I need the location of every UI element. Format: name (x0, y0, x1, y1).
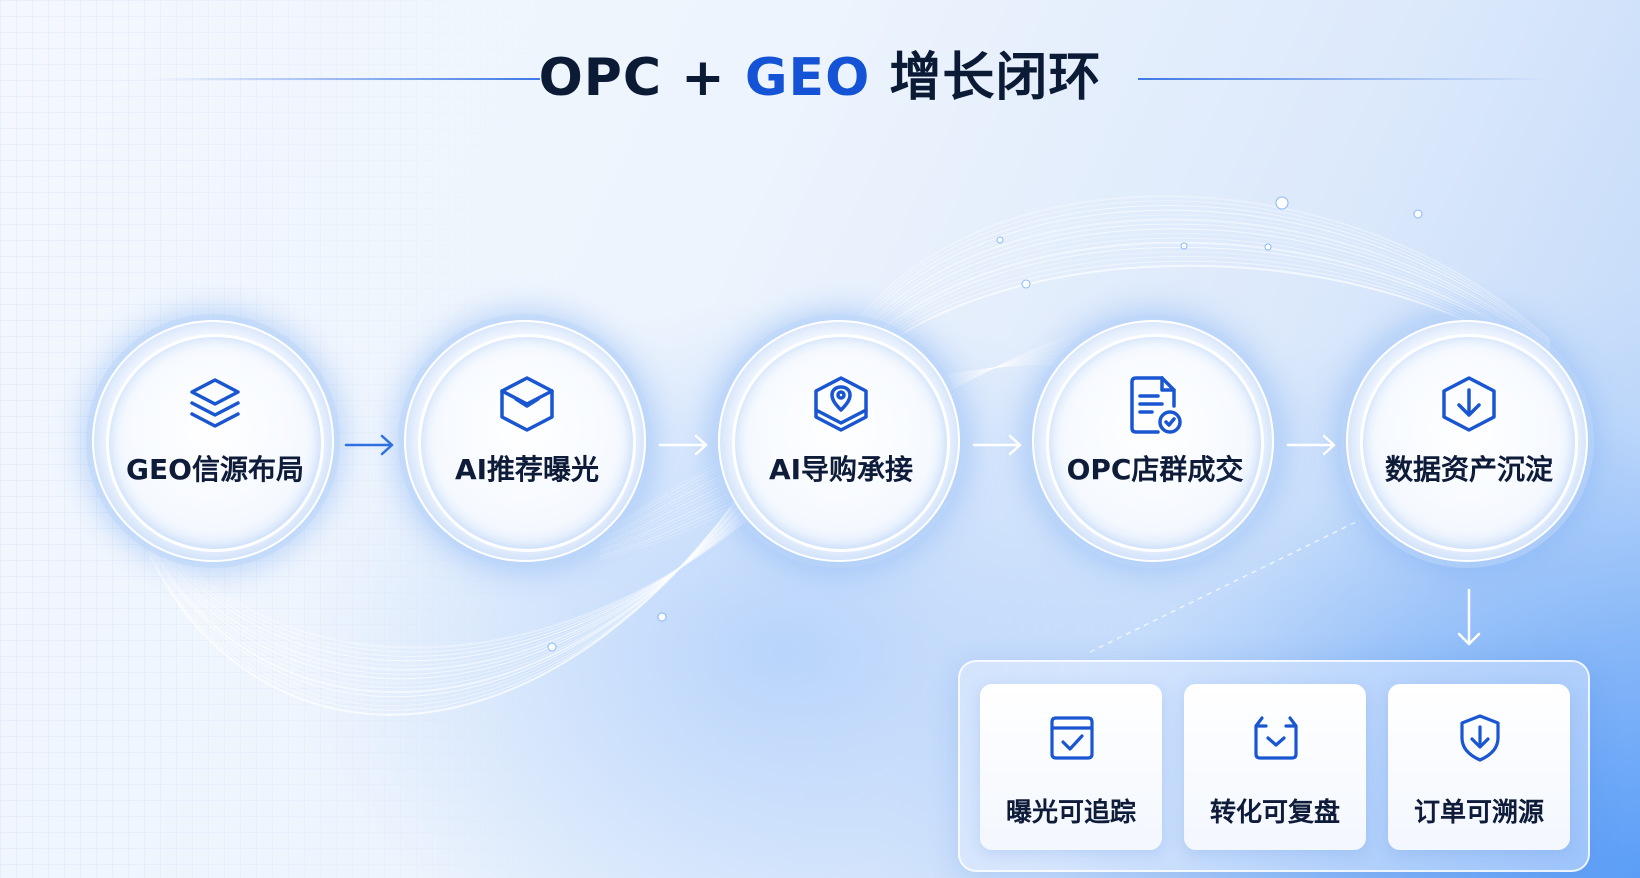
title-suffix: 增长闭环 (870, 48, 1102, 108)
node-label: OPC店群成交 (1066, 453, 1244, 486)
sparkle-dot (1275, 196, 1289, 210)
wave-line (849, 209, 1551, 346)
wave-line (849, 256, 1551, 370)
arrow-right-icon (972, 434, 1022, 456)
wave-line (849, 195, 1551, 341)
title-highlight: GEO (744, 48, 871, 108)
arrow-right-icon (658, 434, 708, 456)
shield-download-icon (1460, 714, 1500, 762)
sparkle-dot (1021, 279, 1031, 289)
inbox-check-icon (1254, 716, 1298, 760)
node-inner-ring (106, 334, 324, 552)
title-container: OPC + GEO 增长闭环 (0, 46, 1640, 110)
wave-line (849, 237, 1551, 358)
arrow-right-icon (1286, 434, 1336, 456)
wave-line (849, 251, 1551, 367)
wave-line (849, 223, 1551, 352)
document-check-icon (1130, 376, 1182, 434)
sparkle-dot (547, 642, 557, 652)
node-label: AI推荐曝光 (454, 453, 600, 486)
wave-line (849, 241, 1551, 361)
node-label: GEO信源布局 (126, 453, 304, 486)
arrow-down-icon (1457, 588, 1481, 646)
wave-line (849, 218, 1551, 350)
flow-node-data-asset: 数据资产沉淀 (1346, 320, 1588, 562)
hexagon-download-icon (1442, 376, 1496, 432)
title-decoration-right (1138, 78, 1548, 80)
wave-line (149, 435, 781, 716)
sparkle-dot (1413, 209, 1423, 219)
arrow-right-icon (344, 434, 394, 456)
wave-line (849, 214, 1551, 348)
wave-line (849, 264, 1551, 376)
sparkle-dot (1180, 242, 1188, 250)
hexagon-location-pin-icon (814, 376, 868, 432)
sparkle-dot (1264, 243, 1272, 251)
outcome-card-order: 订单可溯源 (1388, 684, 1570, 850)
outcome-label: 曝光可追踪 (1005, 798, 1136, 828)
wave-line (849, 232, 1551, 355)
outcome-card-conversion: 转化可复盘 (1184, 684, 1366, 850)
wave-line (849, 205, 1551, 344)
flow-node-ai-guide: AI导购承接 (718, 320, 960, 562)
node-label: AI导购承接 (768, 453, 914, 486)
flow-node-geo-source: GEO信源布局 (92, 320, 334, 562)
wave-line (849, 246, 1551, 364)
outcome-label: 订单可溯源 (1413, 798, 1544, 828)
node-inner-ring (1046, 334, 1264, 552)
page-title: OPC + GEO 增长闭环 (539, 46, 1102, 110)
sparkle-dot (996, 236, 1004, 244)
title-prefix: OPC + (538, 48, 745, 108)
outcome-label: 转化可复盘 (1209, 798, 1340, 828)
cube-chevron-icon (500, 376, 554, 432)
folder-check-icon (1050, 716, 1094, 760)
sparkle-dot (657, 612, 667, 622)
title-decoration-left (150, 78, 540, 80)
flow-node-opc-deal: OPC店群成交 (1032, 320, 1274, 562)
outcome-panel: 曝光可追踪 转化可复盘 订单可溯源 (958, 660, 1590, 872)
node-inner-ring (418, 334, 636, 552)
wave-line (849, 228, 1551, 353)
stacked-layers-icon (190, 378, 240, 428)
flow-node-ai-exposure: AI推荐曝光 (404, 320, 646, 562)
node-inner-ring (1360, 334, 1578, 552)
dashed-connector-line (1089, 519, 1361, 653)
node-inner-ring (732, 334, 950, 552)
node-label: 数据资产沉淀 (1384, 453, 1553, 486)
wave-line (849, 200, 1551, 343)
outcome-card-exposure: 曝光可追踪 (980, 684, 1162, 850)
wave-line (849, 260, 1551, 373)
